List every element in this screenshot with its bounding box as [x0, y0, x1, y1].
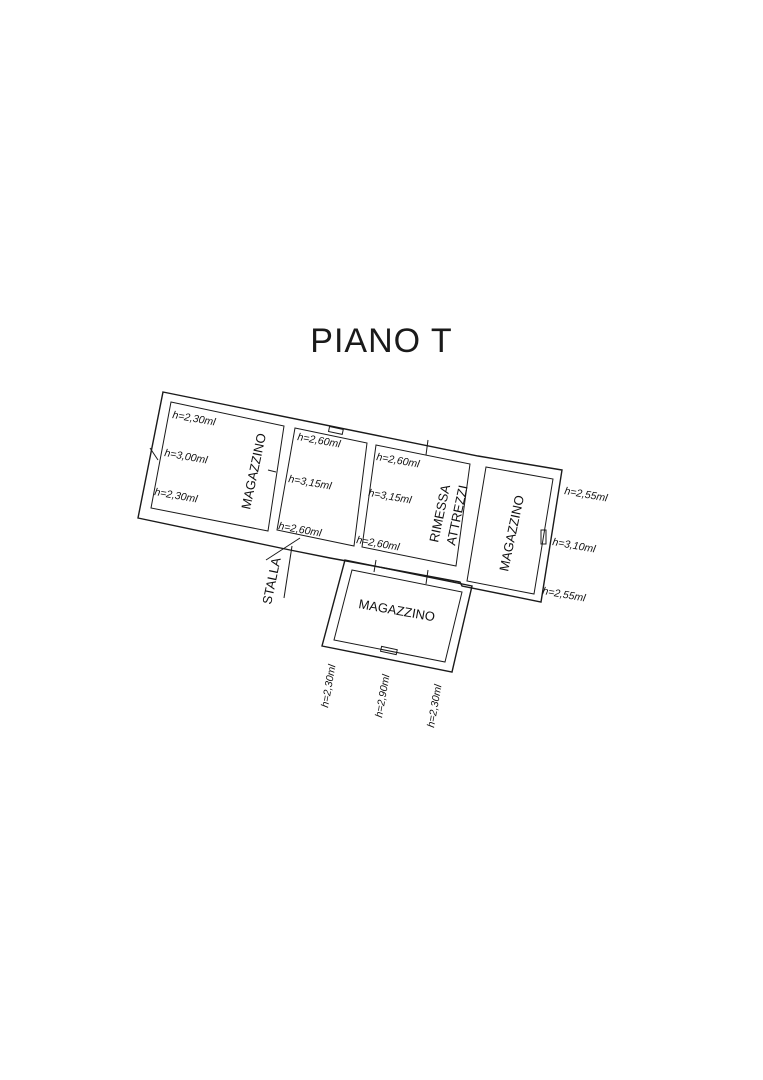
room-label-magazzino-left: MAGAZZINO — [238, 432, 269, 511]
height-label: h=3,00ml — [163, 447, 209, 466]
inner-wall-left — [150, 401, 285, 532]
inner-wall-rimessa — [361, 444, 471, 567]
height-label: h=2,55ml — [563, 485, 609, 504]
height-label: h=2,60ml — [375, 451, 421, 470]
outer-wall — [137, 391, 563, 603]
window-mark-right — [540, 529, 547, 545]
height-label: h=2,30ml — [319, 663, 338, 709]
height-label: h=2,30ml — [153, 486, 199, 505]
door-tick — [425, 569, 429, 585]
plan-title: PIANO T — [310, 322, 453, 360]
room-label-magazzino-bottom: MAGAZZINO — [357, 596, 436, 624]
height-label: h=3,15ml — [367, 487, 413, 506]
room-label-magazzino-right: MAGAZZINO — [496, 494, 527, 573]
building-outline — [137, 391, 563, 673]
room-label-stalla: STALLA — [259, 556, 284, 606]
height-label: h=2,90ml — [373, 673, 392, 719]
height-label: h=3,15ml — [287, 473, 333, 492]
height-label: h=2,60ml — [296, 431, 342, 450]
height-label: h=2,30ml — [425, 683, 444, 729]
height-label: h=2,55ml — [541, 585, 587, 604]
door-tick — [149, 447, 159, 461]
door-tick — [267, 469, 277, 473]
inner-wall-stalla — [276, 427, 368, 547]
height-label: h=2,60ml — [277, 520, 323, 539]
height-label: h=2,30ml — [171, 409, 217, 428]
inner-wall-bottom — [333, 569, 463, 663]
window-mark-bottom — [379, 645, 398, 656]
door-tick — [425, 439, 429, 456]
window-mark — [327, 425, 344, 435]
stalla-leader-line-2 — [283, 545, 293, 599]
outer-wall-bottom — [321, 559, 473, 673]
height-label: h=3,10ml — [551, 536, 597, 555]
stalla-leader-line — [265, 537, 301, 561]
inner-wall-right — [466, 466, 554, 595]
door-tick — [373, 559, 377, 573]
